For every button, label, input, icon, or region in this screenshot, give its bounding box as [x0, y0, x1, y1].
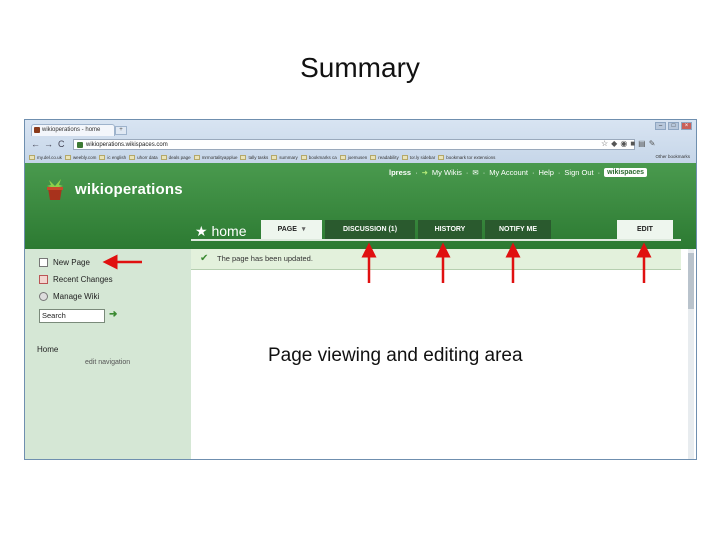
tabs-divider: [191, 239, 681, 241]
bookmark-item[interactable]: joemusen: [339, 154, 367, 160]
browser-chrome: wikioperations - home + – □ × ← → C wiki…: [25, 120, 696, 166]
bookmark-item[interactable]: deals page: [160, 154, 191, 160]
sidebar-item-manage-wiki[interactable]: Manage Wiki: [39, 292, 99, 301]
extension-icon[interactable]: ◆: [611, 139, 618, 148]
tab-notify-me[interactable]: NOTIFY ME: [485, 220, 551, 239]
other-bookmarks[interactable]: Other bookmarks: [655, 154, 690, 159]
tab-page[interactable]: PAGE ▾: [261, 220, 322, 239]
wiki-favicon-icon: [34, 127, 40, 133]
bookmarks-bar: my.del.co.uk weebly.com ic english uhorr…: [25, 151, 696, 163]
folder-icon: [438, 154, 445, 160]
bookmark-item[interactable]: bookmarks ca: [300, 154, 337, 160]
bookmark-item[interactable]: my.del.co.uk: [29, 154, 62, 160]
site-favicon-icon: [77, 142, 83, 148]
top-navigation: lpress · ➜ My Wikis · ✉ · My Account · H…: [389, 168, 648, 177]
maximize-icon[interactable]: □: [668, 122, 679, 130]
sidebar-item-new-page[interactable]: New Page: [39, 258, 90, 267]
page-title: ★ home: [195, 223, 247, 239]
close-icon[interactable]: ×: [681, 122, 692, 130]
folder-icon: [339, 154, 346, 160]
search-input[interactable]: Search: [39, 309, 105, 323]
address-bar[interactable]: wikioperations.wikispaces.com: [73, 139, 635, 150]
wrench-icon[interactable]: ✎: [648, 139, 656, 148]
page-content-area[interactable]: ✔ The page has been updated.: [191, 249, 687, 459]
bookmark-item[interactable]: mrmortalityapplue: [193, 154, 237, 160]
folder-icon: [300, 154, 307, 160]
gear-icon: [39, 292, 48, 301]
back-button[interactable]: ←: [31, 139, 40, 149]
folder-icon: [401, 154, 408, 160]
sign-out-link[interactable]: Sign Out: [564, 168, 594, 177]
folder-icon: [160, 154, 167, 160]
minimize-icon[interactable]: –: [655, 122, 666, 130]
star-icon[interactable]: ☆: [601, 139, 609, 148]
folder-icon: [99, 154, 106, 160]
tab-discussion[interactable]: DISCUSSION (1): [325, 220, 415, 239]
new-page-icon: [39, 258, 48, 267]
my-wikis-link[interactable]: My Wikis: [431, 168, 462, 177]
forward-button[interactable]: →: [44, 139, 53, 149]
content-area-label: Page viewing and editing area: [268, 345, 523, 366]
search-go-icon[interactable]: ➜: [109, 309, 118, 320]
scrollbar-thumb[interactable]: [688, 253, 694, 309]
folder-icon: [29, 154, 35, 160]
extension-icon[interactable]: ◉: [620, 139, 628, 148]
bookmark-item[interactable]: tor.ly sidebar: [401, 154, 435, 160]
checkmark-icon: ✔: [200, 253, 209, 264]
bookmark-item[interactable]: summary: [271, 154, 298, 160]
browser-tab-title: wikioperations - home: [42, 127, 101, 133]
chevron-down-icon: ▾: [301, 226, 306, 233]
wikispaces-logo[interactable]: wikispaces: [604, 168, 648, 177]
bookmark-item[interactable]: bookmark tor extensions: [438, 154, 495, 160]
mail-icon[interactable]: ✉: [472, 168, 479, 177]
new-tab-button[interactable]: +: [115, 126, 127, 135]
star-icon: ★: [195, 223, 208, 239]
scrollbar[interactable]: [688, 249, 694, 459]
my-account-link[interactable]: My Account: [489, 168, 528, 177]
page-tabs: PAGE ▾ DISCUSSION (1) HISTORY NOTIFY ME: [261, 220, 551, 239]
site-header: wikioperations lpress · ➜ My Wikis · ✉ ·…: [25, 163, 696, 249]
folder-icon: [64, 154, 71, 160]
help-link[interactable]: Help: [538, 168, 554, 177]
user-link[interactable]: lpress: [389, 168, 412, 177]
bookmark-item[interactable]: readability: [370, 154, 399, 160]
flowerpot-logo-icon: [47, 179, 63, 200]
sidebar-item-home[interactable]: Home: [37, 345, 59, 354]
page-menu-icon[interactable]: ▤: [638, 139, 646, 148]
folder-icon: [240, 154, 247, 160]
edit-button[interactable]: EDIT: [617, 220, 673, 239]
browser-tab[interactable]: wikioperations - home: [31, 124, 115, 136]
tab-history[interactable]: HISTORY: [418, 220, 482, 239]
site-name[interactable]: wikioperations: [75, 181, 183, 198]
calendar-icon: [39, 275, 48, 284]
sidebar: New Page Recent Changes Manage Wiki Sear…: [25, 249, 191, 459]
address-bar-url: wikioperations.wikispaces.com: [86, 142, 168, 148]
update-notice: ✔ The page has been updated.: [191, 249, 681, 270]
slide-title: Summary: [300, 52, 420, 83]
leaf-icon: ➜: [421, 168, 428, 177]
folder-icon: [129, 154, 136, 160]
folder-icon: [370, 154, 377, 160]
browser-screenshot: wikioperations - home + – □ × ← → C wiki…: [24, 119, 697, 460]
browser-toolbar: ← → C wikioperations.wikispaces.com ☆ ◆ …: [25, 136, 696, 152]
toolbar-icons: ☆ ◆ ◉ ■ ▤ ✎: [601, 139, 655, 148]
bookmark-item[interactable]: ic english: [99, 154, 126, 160]
folder-icon: [193, 154, 200, 160]
bookmark-item[interactable]: tally tasks: [240, 154, 268, 160]
extension-icon[interactable]: ■: [630, 139, 636, 148]
window-controls: – □ ×: [655, 122, 692, 130]
folder-icon: [271, 154, 278, 160]
edit-navigation-link[interactable]: edit navigation: [85, 359, 131, 366]
sidebar-item-recent-changes[interactable]: Recent Changes: [39, 275, 113, 284]
reload-button[interactable]: C: [58, 139, 65, 149]
bookmark-item[interactable]: weebly.com: [64, 154, 96, 160]
bookmark-item[interactable]: uhorr data: [129, 154, 158, 160]
